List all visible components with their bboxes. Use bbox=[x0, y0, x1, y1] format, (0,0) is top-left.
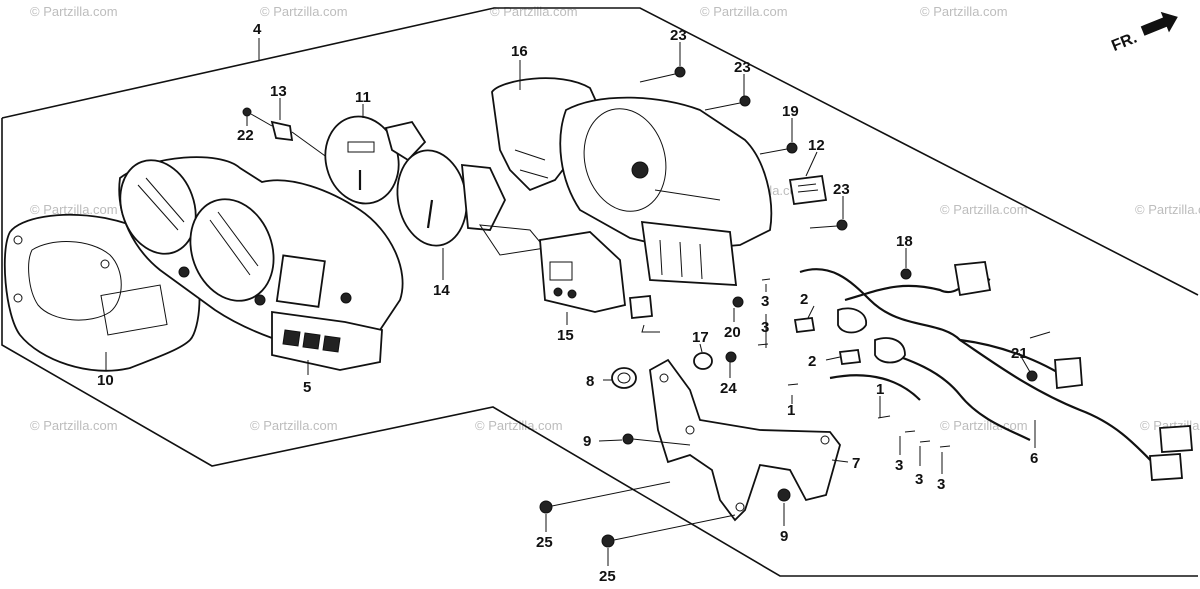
callout-8: 8 bbox=[586, 373, 594, 390]
callout-3: 3 bbox=[915, 471, 923, 488]
callout-24: 24 bbox=[720, 380, 737, 397]
callout-25: 25 bbox=[599, 568, 616, 585]
callout-1: 1 bbox=[787, 402, 795, 419]
callout-23: 23 bbox=[833, 181, 850, 198]
callout-18: 18 bbox=[896, 233, 913, 250]
front-direction-arrow: FR. bbox=[1109, 11, 1178, 55]
callout-15: 15 bbox=[557, 327, 574, 344]
callout-12: 12 bbox=[808, 137, 825, 154]
callout-23: 23 bbox=[670, 27, 687, 44]
part-tachometer[interactable] bbox=[316, 108, 427, 212]
watermark-text: © Partzilla.com bbox=[940, 202, 1028, 217]
part-washer-17[interactable] bbox=[693, 352, 713, 370]
part-lcd-unit[interactable] bbox=[539, 231, 660, 333]
callout-20: 20 bbox=[724, 324, 741, 341]
watermark-text: © Partzilla.com bbox=[260, 4, 348, 19]
callout-14: 14 bbox=[433, 282, 450, 299]
callout-7: 7 bbox=[852, 455, 860, 472]
callout-22: 22 bbox=[237, 127, 254, 144]
part-bulbs[interactable] bbox=[757, 278, 951, 448]
callout-3: 3 bbox=[895, 457, 903, 474]
part-indicator-panel[interactable] bbox=[271, 310, 383, 371]
callout-1: 1 bbox=[876, 381, 884, 398]
watermark-text: © Partzilla.com bbox=[1135, 202, 1200, 217]
callout-10: 10 bbox=[97, 372, 114, 389]
callout-2: 2 bbox=[808, 353, 816, 370]
callout-25: 25 bbox=[536, 534, 553, 551]
callout-13: 13 bbox=[270, 83, 287, 100]
callout-3: 3 bbox=[761, 293, 769, 310]
leader-lines bbox=[105, 38, 1036, 566]
watermark-text: © Partzilla.com bbox=[700, 4, 788, 19]
part-grommet-8[interactable] bbox=[611, 367, 637, 389]
callout-9: 9 bbox=[583, 433, 591, 450]
watermark-text: © Partzilla.com bbox=[30, 418, 118, 433]
part-12-plate[interactable] bbox=[788, 174, 828, 206]
fasteners-housing[interactable] bbox=[639, 66, 848, 308]
watermark-text: © Partzilla.com bbox=[30, 4, 118, 19]
part-stay-bracket[interactable] bbox=[649, 358, 841, 522]
part-13-fitting[interactable] bbox=[270, 120, 329, 159]
fasteners-bracket[interactable] bbox=[539, 268, 1038, 548]
callout-23: 23 bbox=[734, 59, 751, 76]
callout-3: 3 bbox=[761, 319, 769, 336]
callout-19: 19 bbox=[782, 103, 799, 120]
callout-11: 11 bbox=[355, 89, 371, 106]
part-meter-housing[interactable] bbox=[559, 96, 773, 251]
callout-9: 9 bbox=[780, 528, 788, 545]
part-nut-24[interactable] bbox=[725, 351, 737, 363]
watermark-text: © Partzilla.com bbox=[940, 418, 1028, 433]
callout-3: 3 bbox=[937, 476, 945, 493]
callout-21: 21 bbox=[1011, 345, 1028, 362]
callout-4: 4 bbox=[253, 21, 262, 38]
part-speedometer[interactable] bbox=[390, 145, 546, 256]
callout-labels: 4 10 5 13 22 11 14 16 23 23 23 19 12 15 … bbox=[97, 21, 1038, 585]
direction-label: FR. bbox=[1109, 30, 1139, 55]
watermark-text: © Partzilla.com bbox=[490, 4, 578, 19]
part-connector-block[interactable] bbox=[640, 220, 738, 286]
watermark-text: © Partzilla.com bbox=[920, 4, 1008, 19]
assembly-outline bbox=[1, 7, 1199, 577]
watermark-text: © Partzilla.com bbox=[30, 202, 118, 217]
callout-2: 2 bbox=[800, 291, 808, 308]
watermark-text: © Partzilla.com bbox=[475, 418, 563, 433]
callout-5: 5 bbox=[303, 379, 311, 396]
watermark-text: © Partzilla.com bbox=[250, 418, 338, 433]
callout-17: 17 bbox=[692, 329, 709, 346]
callout-16: 16 bbox=[511, 43, 528, 60]
part-wire-harness[interactable] bbox=[799, 261, 1193, 481]
part-meter-case[interactable] bbox=[108, 150, 404, 341]
arrow-icon bbox=[1140, 11, 1178, 36]
callout-6: 6 bbox=[1030, 450, 1038, 467]
